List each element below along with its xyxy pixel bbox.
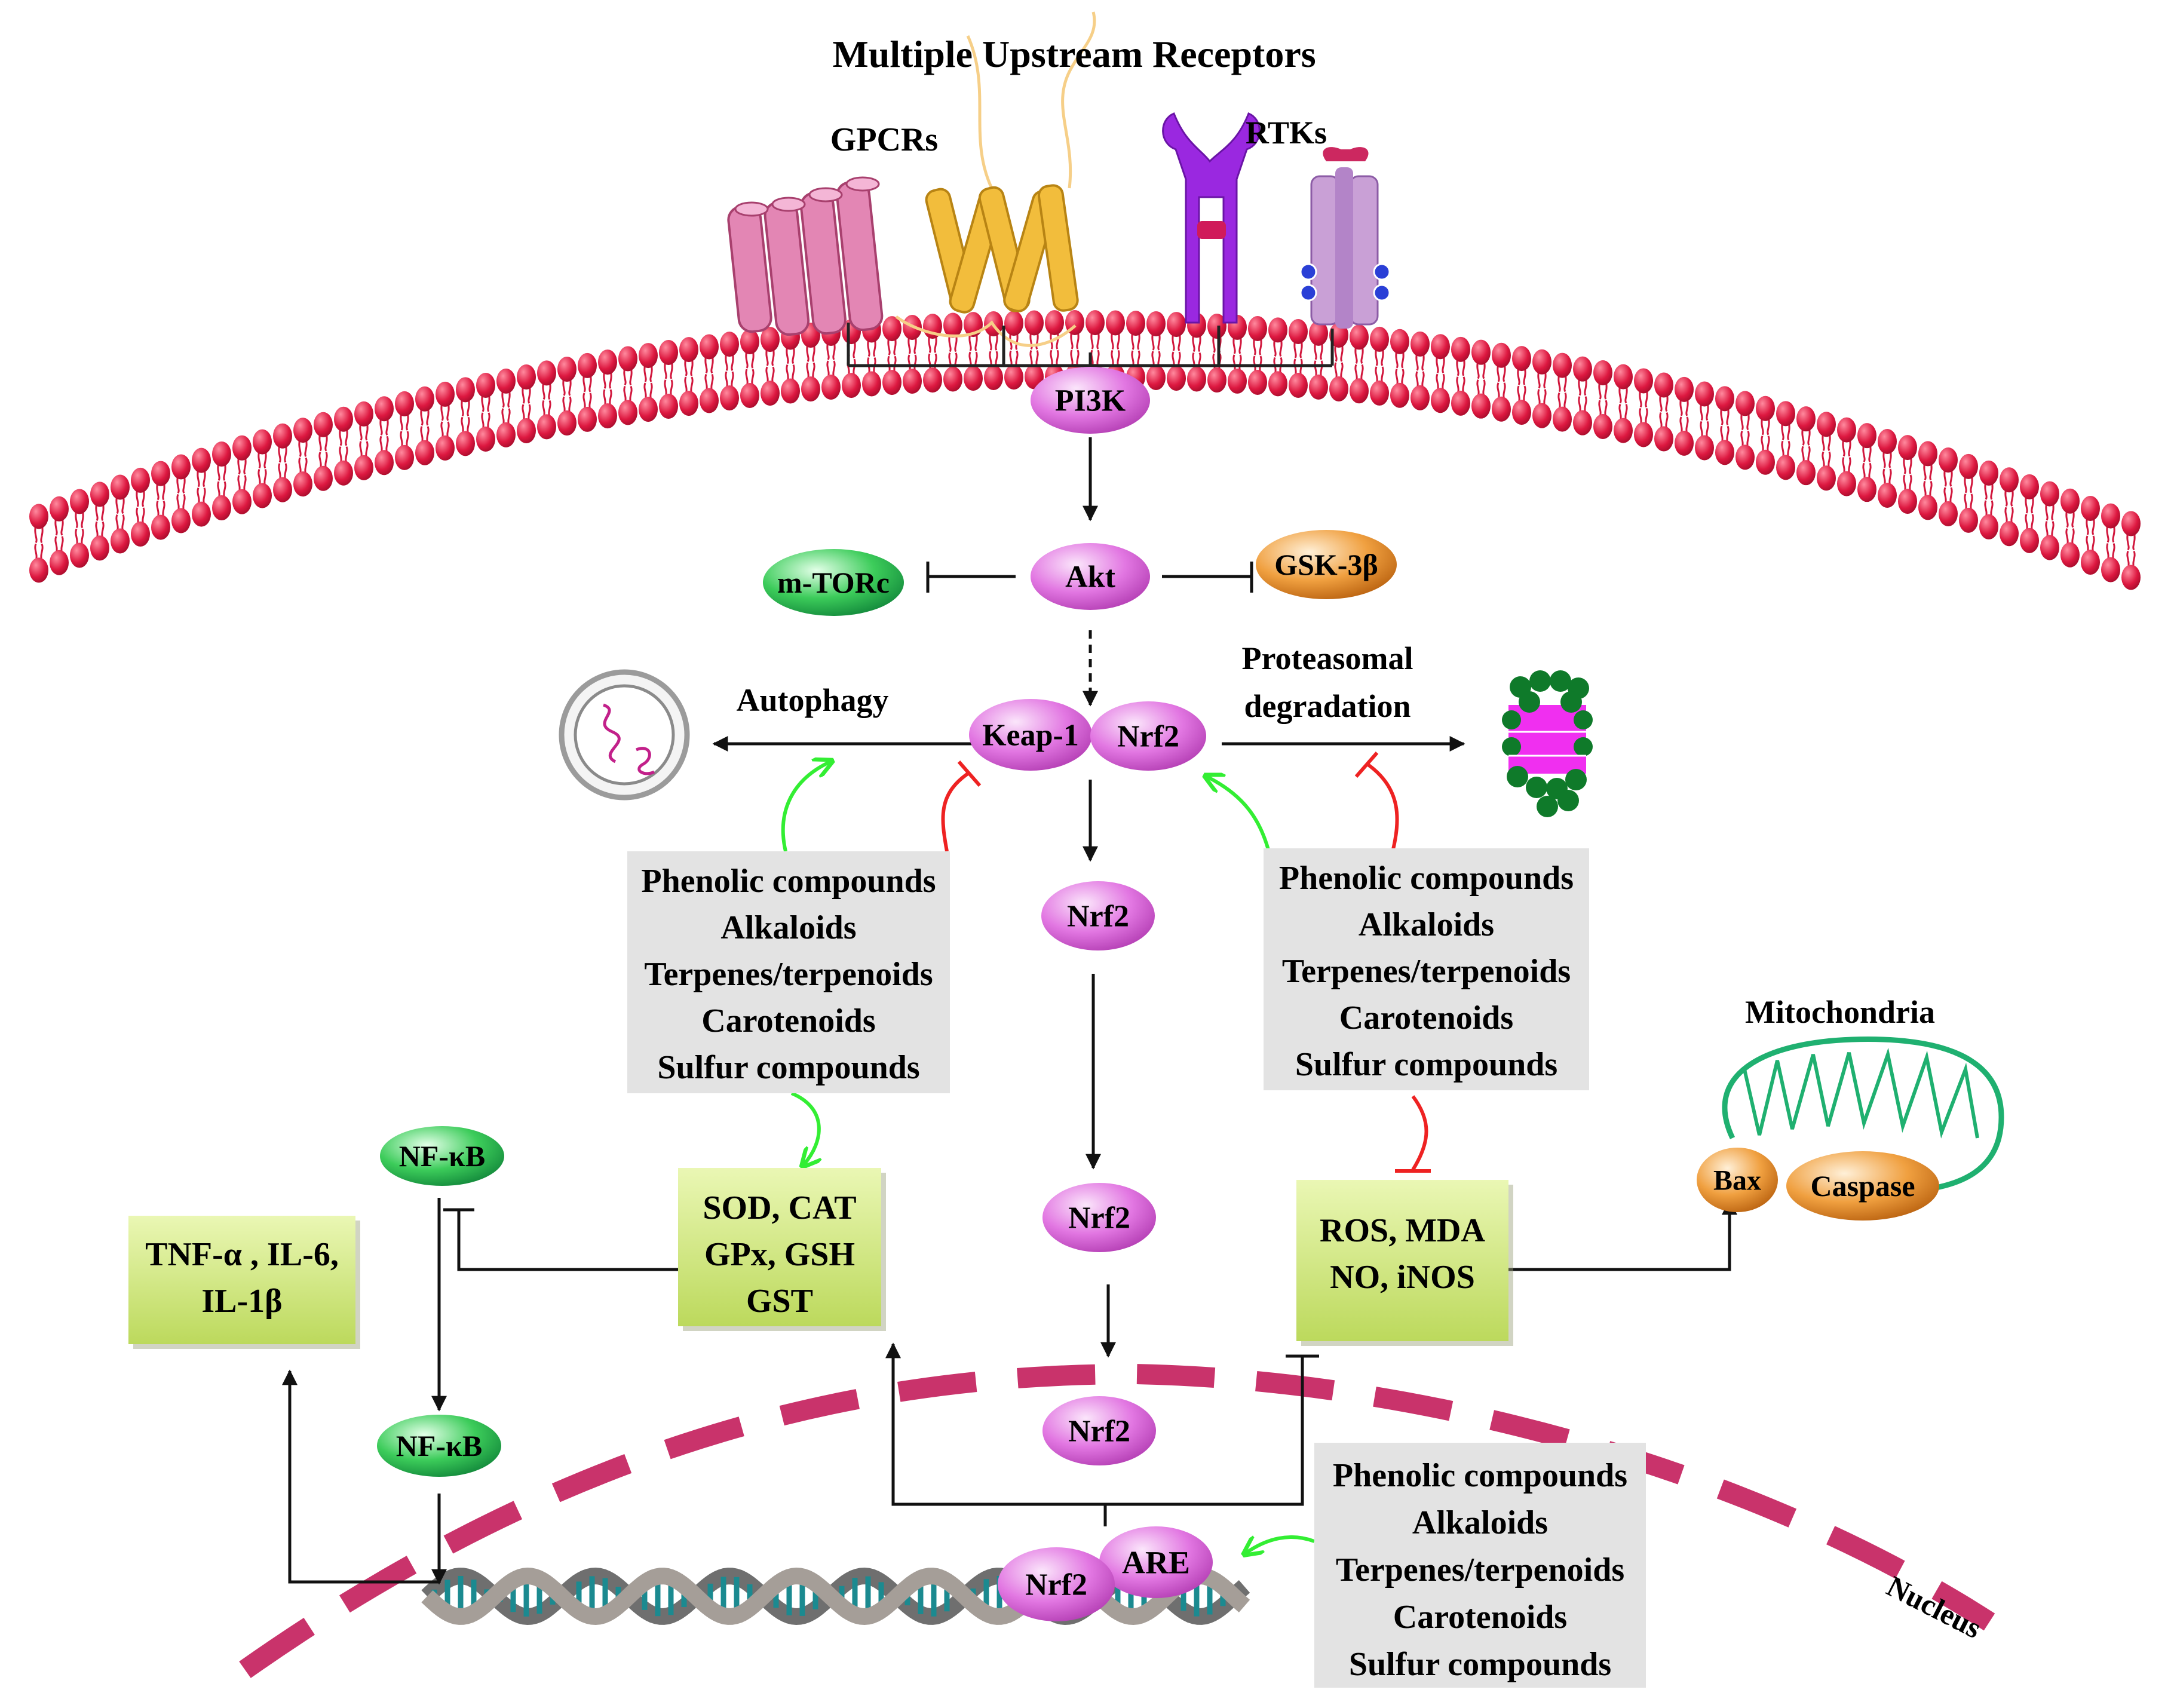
autophagy-label: Autophagy bbox=[736, 682, 888, 718]
mitochondria-icon bbox=[1722, 1037, 2004, 1195]
akt-node-label: Akt bbox=[1065, 560, 1115, 594]
compounds-box-left-item: Alkaloids bbox=[720, 909, 856, 946]
are-node: ARE bbox=[1099, 1526, 1213, 1598]
pi3k-node: PI3K bbox=[1031, 367, 1150, 434]
compounds-inhibit-proteasome bbox=[1367, 763, 1399, 855]
compounds-box-right-item: Carotenoids bbox=[1339, 999, 1513, 1037]
compounds-box-nucleus-item: Carotenoids bbox=[1393, 1599, 1567, 1636]
antioxidant-enzymes-box-item: GPx, GSH bbox=[704, 1236, 855, 1273]
gpcrs-label: GPCRs bbox=[830, 121, 938, 158]
cytokines-box-item: IL-1β bbox=[201, 1283, 282, 1320]
autophagosome-icon bbox=[559, 669, 690, 801]
are-node-label: ARE bbox=[1122, 1544, 1190, 1580]
compounds-box-right-item: Alkaloids bbox=[1359, 906, 1494, 943]
ros-box: ROS, MDA NO, iNOS bbox=[1296, 1180, 1513, 1346]
proteasomal-label: Proteasomal bbox=[1242, 640, 1413, 676]
compounds-box-right-item: Phenolic compounds bbox=[1279, 860, 1574, 897]
keap1-node-label: Keap-1 bbox=[982, 719, 1079, 753]
diagram-title: Multiple Upstream Receptors bbox=[832, 33, 1316, 75]
bax-node-label: Bax bbox=[1713, 1164, 1761, 1196]
keap1-node: Keap-1 bbox=[969, 699, 1092, 771]
bax-node: Bax bbox=[1697, 1148, 1778, 1212]
antioxidant-enzymes-box-item: GST bbox=[746, 1283, 813, 1320]
ros-box-item: NO, iNOS bbox=[1330, 1259, 1475, 1296]
caspase-node: Caspase bbox=[1786, 1151, 1939, 1221]
nucleus-label: Nucleus bbox=[1882, 1569, 1987, 1645]
compounds-box-left-item: Sulfur compounds bbox=[657, 1049, 919, 1086]
compounds-inhibit-keap1-bar bbox=[957, 761, 982, 787]
nrf2-cytoplasm-node-1: Nrf2 bbox=[1041, 881, 1155, 950]
gsk3b-node: GSK-3β bbox=[1256, 530, 1397, 599]
compounds-inhibit-ros bbox=[1411, 1095, 1428, 1171]
compounds-inhibit-keap1 bbox=[941, 772, 969, 852]
antioxidant-enzymes-box-item: SOD, CAT bbox=[703, 1189, 856, 1226]
compounds-box-right: Phenolic compoundsAlkaloidsTerpenes/terp… bbox=[1264, 848, 1589, 1090]
degradation-label: degradation bbox=[1244, 688, 1411, 724]
gpcr-yellow-receptor bbox=[895, 11, 1096, 347]
nucleus-bracket bbox=[891, 1344, 1304, 1506]
rtk-lilac-receptor bbox=[1299, 147, 1391, 329]
compounds-box-nucleus-item: Alkaloids bbox=[1412, 1504, 1548, 1541]
mitochondria-label: Mitochondria bbox=[1745, 994, 1935, 1030]
nrf2-dna-node-label: Nrf2 bbox=[1025, 1568, 1087, 1602]
compounds-box-left: Phenolic compoundsAlkaloidsTerpenes/terp… bbox=[627, 851, 950, 1093]
nfkb-nuclear-node-label: NF-κB bbox=[396, 1429, 482, 1462]
nrf2-cytoplasm-node-1-label: Nrf2 bbox=[1067, 900, 1129, 934]
antioxidants-inhibit-nfkb bbox=[457, 1210, 678, 1271]
compounds-activate-nrf2 bbox=[1207, 777, 1271, 855]
compounds-box-right-item: Sulfur compounds bbox=[1295, 1046, 1557, 1083]
mtorc-node: m-TORc bbox=[763, 549, 904, 616]
cell-membrane bbox=[29, 310, 2141, 590]
nfkb-cytoplasm-node-label: NF-κB bbox=[399, 1139, 485, 1173]
antioxidant-enzymes-box: SOD, CAT GPx, GSH GST bbox=[678, 1168, 886, 1331]
nrf2-nuclear-node: Nrf2 bbox=[1042, 1396, 1156, 1465]
compounds-box-left-item: Carotenoids bbox=[701, 1002, 875, 1039]
ros-to-mitochondria bbox=[1508, 1199, 1737, 1271]
gpcr-pink-receptor bbox=[727, 176, 884, 336]
nfkb-nuclear-node: NF-κB bbox=[377, 1415, 501, 1477]
pi3k-node-label: PI3K bbox=[1055, 384, 1126, 418]
nrf2-complex-node: Nrf2 bbox=[1090, 701, 1206, 771]
compounds-box-left-item: Terpenes/terpenoids bbox=[644, 956, 933, 993]
compounds-box-left-item: Phenolic compounds bbox=[641, 863, 936, 900]
compounds-box-nucleus-item: Sulfur compounds bbox=[1349, 1646, 1611, 1683]
nrf2-nuclear-node-label: Nrf2 bbox=[1068, 1415, 1130, 1449]
compounds-box-nucleus: Phenolic compoundsAlkaloidsTerpenes/terp… bbox=[1314, 1443, 1646, 1688]
mtorc-node-label: m-TORc bbox=[777, 566, 890, 599]
nrf2-cytoplasm-node-2: Nrf2 bbox=[1042, 1183, 1156, 1252]
akt-node: Akt bbox=[1031, 543, 1150, 610]
gsk3b-node-label: GSK-3β bbox=[1274, 548, 1378, 581]
compounds-box-nucleus-item: Phenolic compounds bbox=[1333, 1457, 1627, 1494]
cytokines-box-item: TNF-α , IL-6, bbox=[145, 1236, 339, 1273]
nucleus-membrane bbox=[239, 1363, 1995, 1678]
nfkb-cytoplasm-node: NF-κB bbox=[380, 1126, 504, 1186]
ros-box-item: ROS, MDA bbox=[1320, 1212, 1485, 1249]
rtks-label: RTKs bbox=[1246, 115, 1327, 151]
dna-to-cytokines bbox=[282, 1369, 439, 1584]
nrf2-dna-node: Nrf2 bbox=[998, 1547, 1115, 1621]
caspase-node-label: Caspase bbox=[1810, 1169, 1915, 1203]
compounds-inhibit-proteasome-bar bbox=[1354, 752, 1379, 778]
compounds-box-nucleus-item: Terpenes/terpenoids bbox=[1336, 1551, 1624, 1589]
rtk-purple-receptor bbox=[1162, 112, 1261, 324]
cytokines-box: TNF-α , IL-6, IL-1β bbox=[128, 1216, 360, 1349]
receptor-bracket bbox=[847, 323, 1334, 367]
nrf2-cytoplasm-node-2-label: Nrf2 bbox=[1068, 1201, 1130, 1235]
compounds-activate-antioxidants bbox=[790, 1091, 819, 1165]
proteasome-icon bbox=[1502, 670, 1593, 817]
nrf2-complex-node-label: Nrf2 bbox=[1117, 720, 1179, 754]
compounds-activate-autophagy bbox=[781, 762, 830, 852]
compounds-activate-are bbox=[1246, 1535, 1316, 1553]
compounds-box-right-item: Terpenes/terpenoids bbox=[1282, 953, 1571, 990]
